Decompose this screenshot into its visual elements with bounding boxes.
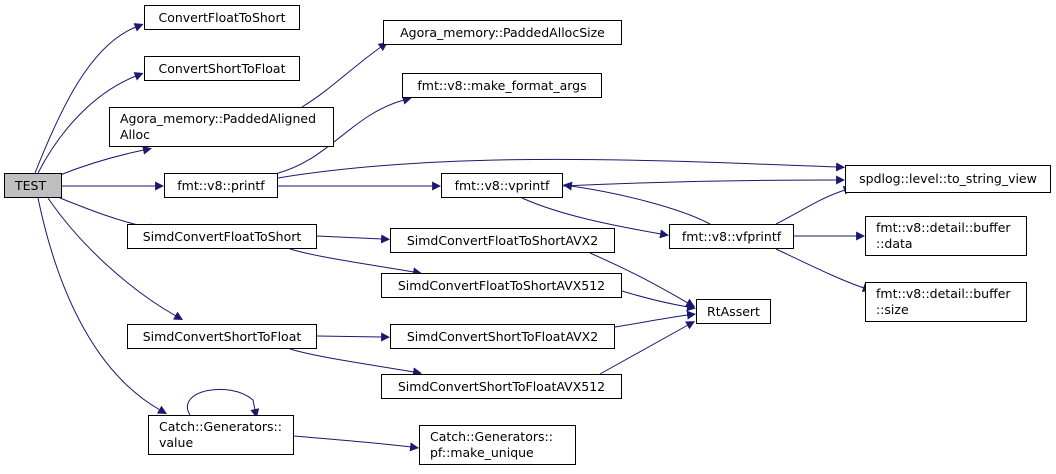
node-simd-convert-float-to-short[interactable]: SimdConvertFloatToShort xyxy=(127,224,317,249)
edge-test-to-generators-value xyxy=(37,197,168,415)
edge-fmt-vprintf-to-fmt-vfprintf xyxy=(521,197,669,239)
node-label-line: ::data xyxy=(876,236,913,251)
node-rt-assert[interactable]: RtAssert xyxy=(696,299,771,324)
edge-simd-stf-avx512-to-rt-assert xyxy=(599,321,696,375)
edge-test-to-convert-float-to-short xyxy=(34,23,144,174)
node-label-line: ConvertShortToFloat xyxy=(158,60,286,76)
edge-test-to-padded-aligned-alloc xyxy=(59,145,152,176)
node-label-line: value xyxy=(159,435,194,450)
node-label-line: TEST xyxy=(15,177,47,193)
node-label-line: SimdConvertShortToFloat xyxy=(142,328,302,344)
edge-simd-fts-avx512-to-rt-assert xyxy=(621,290,696,312)
node-buffer-size[interactable]: fmt::v8::detail::buffer::size xyxy=(865,282,1027,322)
edge-generators-value-to-generators-value xyxy=(187,388,260,418)
node-convert-short-to-float[interactable]: ConvertShortToFloat xyxy=(144,56,300,81)
node-label-line: fmt::v8::make_format_args xyxy=(417,77,587,93)
node-simd-fts-avx512[interactable]: SimdConvertFloatToShortAVX512 xyxy=(381,273,622,298)
node-label-line: fmt::v8::vprintf xyxy=(454,177,550,193)
node-test[interactable]: TEST xyxy=(4,173,62,198)
edge-fmt-printf-to-make-format-args xyxy=(274,95,412,175)
node-label-line: Agora_memory::PaddedAligned xyxy=(120,111,317,126)
node-padded-alloc-size[interactable]: Agora_memory::PaddedAllocSize xyxy=(383,20,622,45)
node-label-line: SimdConvertFloatToShortAVX512 xyxy=(397,277,606,293)
edge-simd-convert-short-to-float-to-simd-stf-avx2 xyxy=(316,332,391,342)
node-simd-convert-short-to-float[interactable]: SimdConvertShortToFloat xyxy=(127,324,317,349)
node-simd-stf-avx512[interactable]: SimdConvertShortToFloatAVX512 xyxy=(381,374,622,399)
node-label-line: Catch::Generators:: xyxy=(430,429,553,444)
edge-simd-convert-short-to-float-to-simd-stf-avx512 xyxy=(289,348,422,377)
node-fmt-vfprintf[interactable]: fmt::v8::vfprintf xyxy=(669,224,794,249)
edge-test-to-convert-short-to-float xyxy=(37,72,144,174)
node-label-line: SimdConvertShortToFloatAVX512 xyxy=(397,378,606,394)
node-to-string-view[interactable]: spdlog::level::to_string_view xyxy=(845,165,1051,193)
node-simd-fts-avx2[interactable]: SimdConvertFloatToShortAVX2 xyxy=(390,228,615,253)
edge-simd-convert-float-to-short-to-simd-fts-avx2 xyxy=(316,234,391,244)
node-fmt-vprintf[interactable]: fmt::v8::vprintf xyxy=(441,173,563,198)
edge-fmt-vprintf-to-to-string-view xyxy=(562,175,846,187)
node-label-line: Agora_memory::PaddedAllocSize xyxy=(400,24,605,40)
node-simd-stf-avx2[interactable]: SimdConvertShortToFloatAVX2 xyxy=(390,324,615,349)
edge-fmt-vfprintf-to-buffer-size xyxy=(775,248,872,292)
edge-simd-fts-avx2-to-rt-assert xyxy=(589,252,696,307)
node-label-line: fmt::v8::vfprintf xyxy=(681,228,782,244)
node-label-line: fmt::v8::printf xyxy=(177,177,265,193)
edge-test-to-simd-convert-short-to-float xyxy=(47,197,184,320)
node-label-line: fmt::v8::detail::buffer xyxy=(876,220,1011,235)
node-label-line: spdlog::level::to_string_view xyxy=(859,171,1037,186)
node-generators-value[interactable]: Catch::Generators::value xyxy=(148,415,294,455)
node-fmt-printf[interactable]: fmt::v8::printf xyxy=(164,173,278,198)
edge-padded-aligned-alloc-to-padded-alloc-size xyxy=(301,42,388,108)
node-label-line: pf::make_unique xyxy=(430,445,534,460)
edge-fmt-vfprintf-to-to-string-view xyxy=(775,185,853,225)
node-label-line: SimdConvertFloatToShortAVX2 xyxy=(406,232,599,248)
node-pf-make-unique[interactable]: Catch::Generators::pf::make_unique xyxy=(419,425,576,465)
node-label-line: fmt::v8::detail::buffer xyxy=(876,286,1011,301)
edge-fmt-vfprintf-to-fmt-vprintf xyxy=(562,181,711,225)
node-label-line: Alloc xyxy=(120,127,151,142)
node-label-line: RtAssert xyxy=(707,303,760,319)
edge-fmt-printf-to-to-string-view xyxy=(277,158,846,179)
edge-generators-value-to-pf-make-unique xyxy=(293,435,420,452)
edge-simd-convert-float-to-short-to-simd-fts-avx512 xyxy=(289,248,422,277)
edge-simd-stf-avx2-to-rt-assert xyxy=(614,310,697,328)
node-make-format-args[interactable]: fmt::v8::make_format_args xyxy=(402,73,602,98)
node-label-line: Catch::Generators:: xyxy=(159,419,282,434)
node-buffer-data[interactable]: fmt::v8::detail::buffer::data xyxy=(865,216,1027,256)
node-label-line: ::size xyxy=(876,302,909,317)
node-convert-float-to-short[interactable]: ConvertFloatToShort xyxy=(144,5,300,30)
node-label-line: SimdConvertShortToFloatAVX2 xyxy=(406,328,599,344)
node-label-line: ConvertFloatToShort xyxy=(158,9,286,25)
node-label-line: SimdConvertFloatToShort xyxy=(142,228,302,244)
